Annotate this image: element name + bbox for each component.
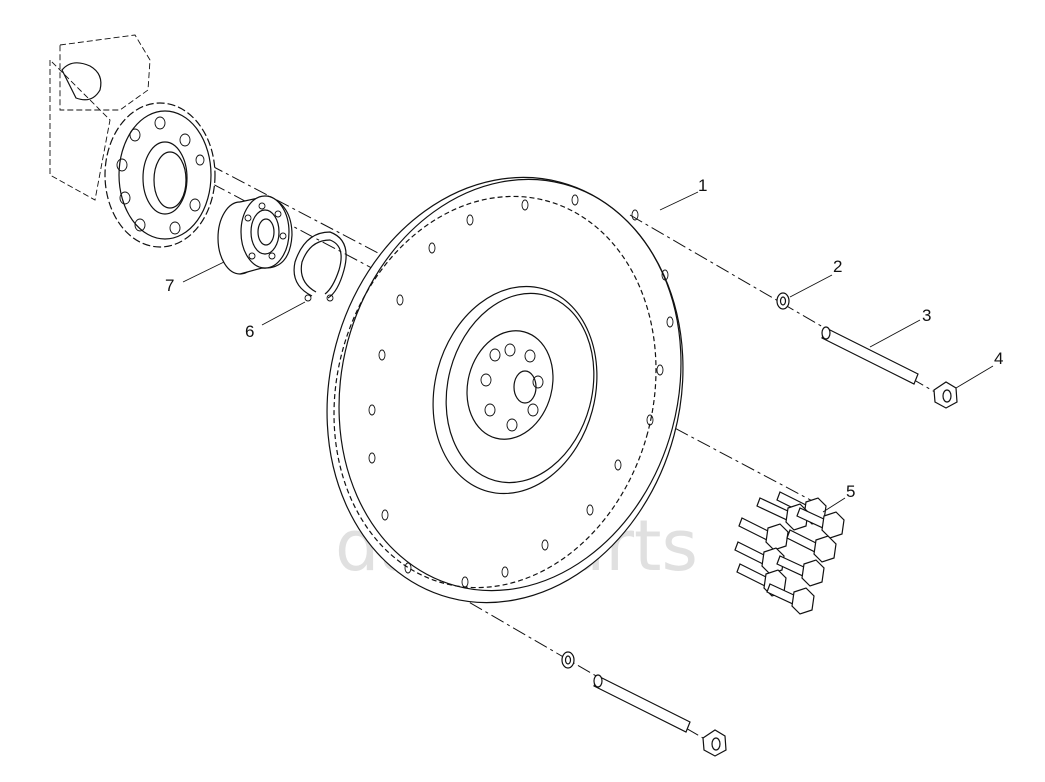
part-6-snap-ring	[293, 231, 347, 302]
part-2-washer	[776, 292, 790, 310]
crankshaft-end	[49, 34, 216, 248]
part-3-stud	[821, 326, 919, 385]
part-1-flywheel	[326, 176, 684, 604]
callout-2: 2	[833, 257, 842, 276]
part-4-nut	[933, 381, 958, 409]
lower-nut	[702, 729, 727, 757]
callout-6: 6	[245, 322, 254, 341]
callout-5: 5	[846, 482, 855, 501]
lower-stud	[593, 674, 691, 733]
leader-lines	[182, 191, 994, 513]
callout-3: 3	[922, 306, 931, 325]
callout-1: 1	[698, 176, 707, 195]
callout-7: 7	[165, 276, 174, 295]
callout-4: 4	[994, 349, 1003, 368]
part-7-bearing	[217, 195, 293, 275]
part-5-bolts	[734, 491, 845, 615]
lower-washer	[561, 651, 575, 669]
